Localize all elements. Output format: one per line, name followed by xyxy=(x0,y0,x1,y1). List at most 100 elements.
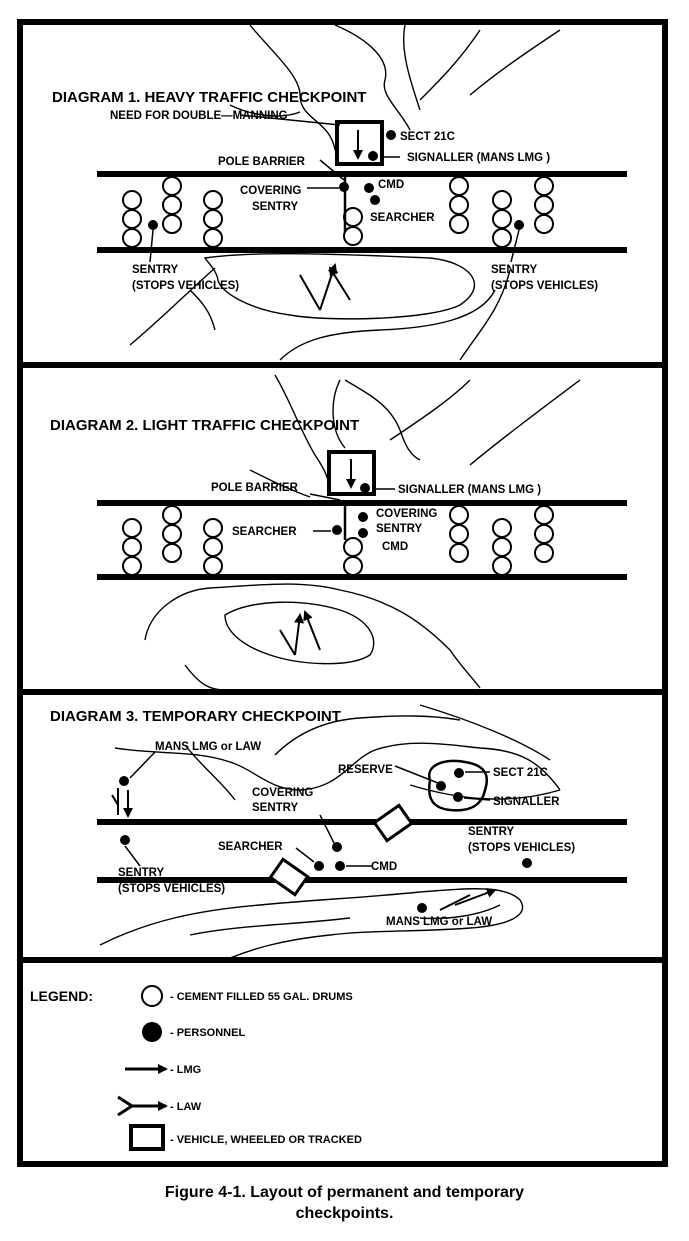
label-sentry-right: SENTRY xyxy=(491,264,538,276)
label-mans-lmg-top: MANS LMG or LAW xyxy=(155,741,261,753)
label-reserve: RESERVE xyxy=(338,764,393,776)
label-cmd: CMD xyxy=(378,179,404,191)
diagram-2: DIAGRAM 2. LIGHT TRAFFIC CHECKPOINT POLE… xyxy=(50,374,627,691)
diagram-1-title: DIAGRAM 1. HEAVY TRAFFIC CHECKPOINT xyxy=(52,89,366,106)
label-searcher: SEARCHER xyxy=(232,526,297,538)
contour-line xyxy=(189,289,216,331)
label-covering: COVERING xyxy=(252,787,313,799)
label-stops-right: (STOPS VEHICLES) xyxy=(468,842,575,854)
legend-vehicle-label: - VEHICLE, WHEELED OR TRACKED xyxy=(170,1134,362,1146)
figure-frame xyxy=(17,19,668,1167)
legend-personnel-icon xyxy=(142,1022,162,1042)
label-sentry: SENTRY xyxy=(376,523,423,535)
leader-line xyxy=(149,229,154,263)
leader-line xyxy=(129,751,156,779)
personnel-signaller xyxy=(360,483,370,493)
personnel-sentry-left xyxy=(148,220,158,230)
personnel-searcher xyxy=(314,861,324,871)
diagram-3-title: DIAGRAM 3. TEMPORARY CHECKPOINT xyxy=(50,708,341,725)
contour-line xyxy=(344,379,421,461)
diagram-3: DIAGRAM 3. TEMPORARY CHECKPOINT MANS LMG… xyxy=(50,704,627,959)
leader-line xyxy=(510,229,520,263)
contour-line xyxy=(114,742,561,791)
contour-line xyxy=(334,24,411,131)
vehicle-icon xyxy=(372,803,414,843)
personnel-sect21c xyxy=(454,768,464,778)
label-pole-barrier: POLE BARRIER xyxy=(218,156,306,168)
label-covering: COVERING xyxy=(240,185,301,197)
caption-line-1: Figure 4-1. Layout of permanent and temp… xyxy=(164,1184,525,1201)
personnel-sentry-right xyxy=(522,858,532,868)
contour-line xyxy=(274,715,461,756)
label-searcher: SEARCHER xyxy=(218,841,283,853)
label-sect21c: SECT 21C xyxy=(493,767,548,779)
label-stops-left: (STOPS VEHICLES) xyxy=(132,280,239,292)
caption-line-2: checkpoints. xyxy=(295,1205,394,1222)
personnel-sentry-left xyxy=(120,835,130,845)
lmg-icon xyxy=(328,266,351,301)
contour-line xyxy=(419,904,501,920)
label-covering: COVERING xyxy=(376,508,437,520)
contour-line xyxy=(469,29,561,96)
label-sentry-left: SENTRY xyxy=(118,867,165,879)
personnel-sect21c xyxy=(386,130,396,140)
leader-line xyxy=(124,845,141,867)
label-sentry-right: SENTRY xyxy=(468,826,515,838)
diagram-2-title: DIAGRAM 2. LIGHT TRAFFIC CHECKPOINT xyxy=(50,417,359,434)
personnel-signaller xyxy=(368,151,378,161)
legend-drum-icon xyxy=(141,985,163,1007)
leader-line xyxy=(319,814,335,844)
personnel-covering-sentry xyxy=(358,512,368,522)
label-sentry: SENTRY xyxy=(252,201,299,213)
contour-line xyxy=(274,374,331,496)
label-pole-barrier: POLE BARRIER xyxy=(211,482,299,494)
law-icon xyxy=(439,894,471,911)
contour-line xyxy=(229,104,301,117)
label-signaller: SIGNALLER xyxy=(493,796,560,808)
lmg-icon xyxy=(294,613,304,656)
personnel-searcher xyxy=(370,195,380,205)
legend: LEGEND: - CEMENT FILLED 55 GAL. DRUMS - … xyxy=(30,985,362,1151)
contour-line xyxy=(389,379,471,441)
contour-line xyxy=(409,784,561,800)
label-sentry-left: SENTRY xyxy=(132,264,179,276)
reserve-group-outline xyxy=(428,759,489,812)
contour-line xyxy=(332,379,346,449)
personnel-searcher xyxy=(332,525,342,535)
lmg-icon xyxy=(303,610,321,651)
contour-line xyxy=(129,267,216,346)
personnel-covering-sentry xyxy=(339,182,349,192)
label-sect21c: SECT 21C xyxy=(400,131,455,143)
law-icon xyxy=(299,274,321,311)
contour-line xyxy=(469,379,581,466)
personnel-mans-lmg-bottom xyxy=(417,903,427,913)
legend-heading: LEGEND: xyxy=(30,988,93,1004)
lmg-icon xyxy=(454,888,497,906)
legend-lmg-label: - LMG xyxy=(170,1064,201,1076)
label-signaller: SIGNALLER (MANS LMG ) xyxy=(398,484,541,496)
legend-law-fork xyxy=(117,1095,135,1117)
label-cmd: CMD xyxy=(382,541,408,553)
personnel-cmd xyxy=(335,861,345,871)
legend-personnel-label: - PERSONNEL xyxy=(170,1027,245,1039)
leader-line xyxy=(319,159,345,181)
contour-line xyxy=(99,888,524,959)
contour-line xyxy=(279,289,496,361)
law-icon-fork xyxy=(111,794,119,806)
leader-line xyxy=(463,797,491,801)
contour-line xyxy=(184,664,226,691)
contour-blob xyxy=(203,252,476,320)
legend-drum-label: - CEMENT FILLED 55 GAL. DRUMS xyxy=(170,991,353,1003)
personnel-signaller xyxy=(453,792,463,802)
contour-blob xyxy=(224,601,375,665)
label-mans-lmg-bottom: MANS LMG or LAW xyxy=(386,916,492,928)
contour-line xyxy=(249,24,336,151)
diagram-1: DIAGRAM 1. HEAVY TRAFFIC CHECKPOINT NEED… xyxy=(52,24,627,361)
personnel-cmd xyxy=(364,183,374,193)
label-stops-right: (STOPS VEHICLES) xyxy=(491,280,598,292)
contour-line xyxy=(402,24,421,111)
label-stops-left: (STOPS VEHICLES) xyxy=(118,883,225,895)
leader-line xyxy=(239,114,341,126)
contour-line xyxy=(184,744,236,801)
